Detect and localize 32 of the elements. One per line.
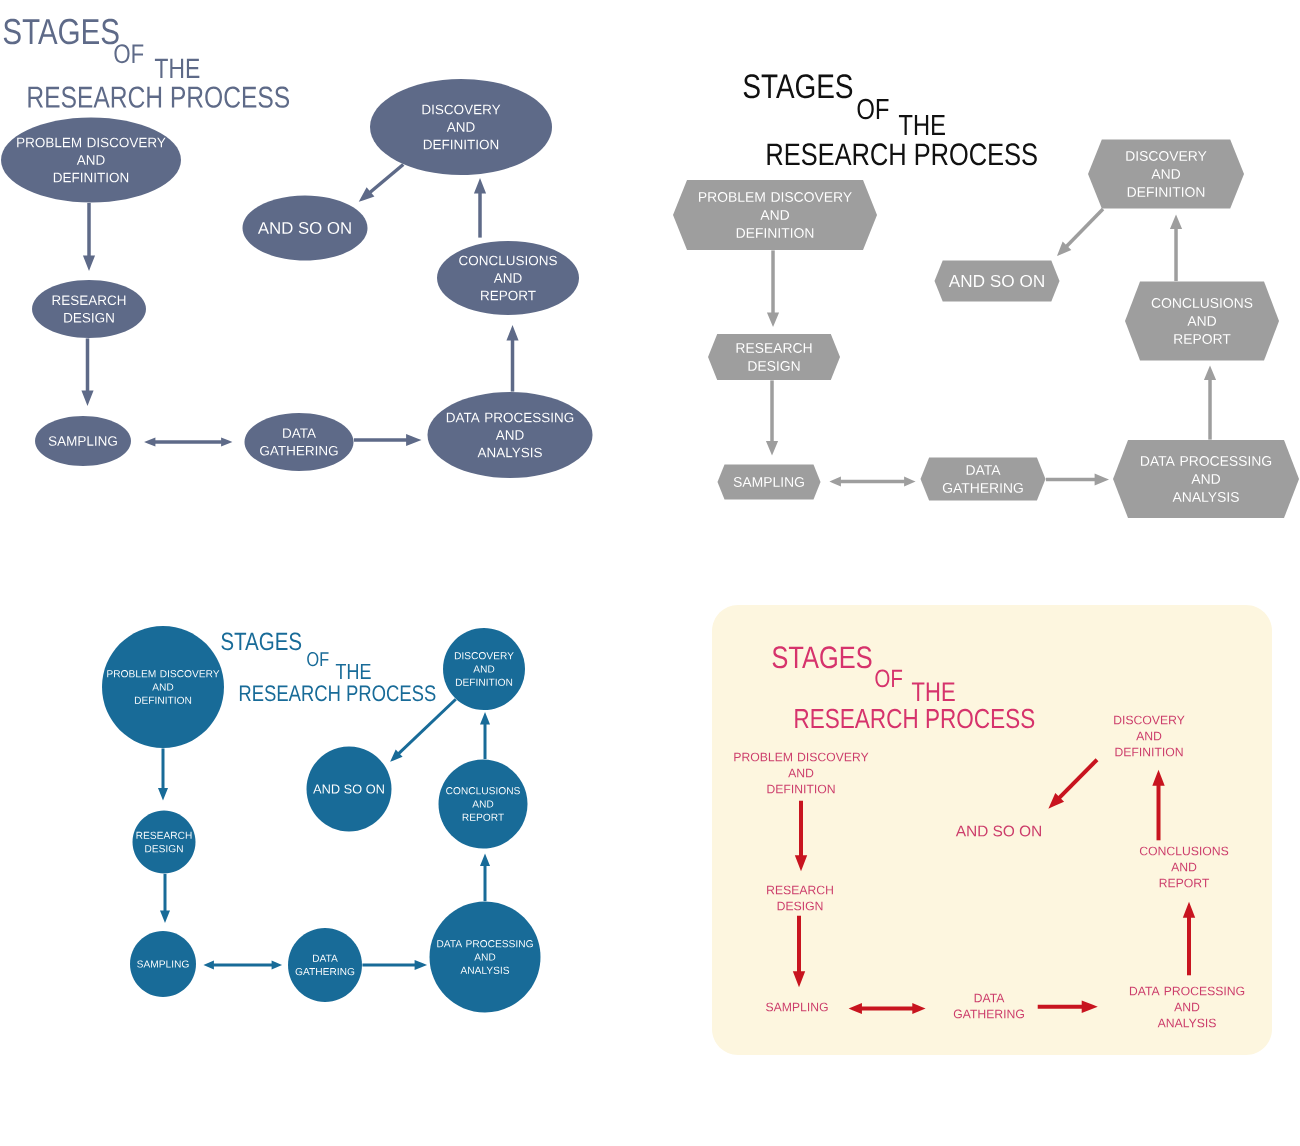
process-hexagon: RESEARCH DESIGN	[708, 334, 840, 380]
step-text: AND SO ON	[955, 825, 1041, 837]
title-text: OF	[875, 669, 903, 688]
step-text: RESEARCH DESIGN	[767, 885, 833, 911]
process-hexagon: PROBLEM DISCOVERY AND DEFINITION	[673, 180, 877, 250]
step-text: CONCLUSIONS AND REPORT	[1139, 846, 1229, 888]
title-text: RESEARCH PROCESS	[795, 708, 1035, 729]
title-text: RESEARCH PROCESS	[767, 143, 1037, 166]
process-hexagon: AND SO ON	[934, 260, 1060, 302]
title-text: THE	[154, 58, 200, 78]
step-text: DISCOVERY AND DEFINITION	[1114, 715, 1185, 757]
title-text: STAGES	[772, 646, 872, 669]
title-text: RESEARCH PROCESS	[28, 86, 290, 108]
process-hexagon: DISCOVERY AND DEFINITION	[1088, 139, 1244, 209]
process-hexagon: SAMPLING	[717, 464, 821, 500]
title-text: RESEARCH PROCESS	[239, 685, 436, 702]
title-text: OF	[307, 652, 329, 667]
process-hexagon: DATA PROCESSING AND ANALYSIS	[1113, 440, 1299, 518]
title-text: STAGES	[221, 632, 302, 651]
title-text: STAGES	[3, 18, 119, 45]
step-text: PROBLEM DISCOVERY AND DEFINITION	[734, 752, 869, 794]
step-text: DATA PROCESSING AND ANALYSIS	[1129, 986, 1245, 1028]
process-hexagon: DATA GATHERING	[920, 457, 1046, 501]
step-text: SAMPLING	[766, 1002, 828, 1012]
step-text: DATA GATHERING	[953, 993, 1024, 1019]
title-text: OF	[857, 98, 889, 120]
title-text: STAGES	[743, 74, 853, 99]
title-text: THE	[911, 682, 955, 701]
title-text: THE	[335, 663, 371, 679]
title-text: OF	[114, 44, 144, 64]
process-hexagon: CONCLUSIONS AND REPORT	[1125, 281, 1279, 361]
title-text: THE	[898, 115, 945, 135]
